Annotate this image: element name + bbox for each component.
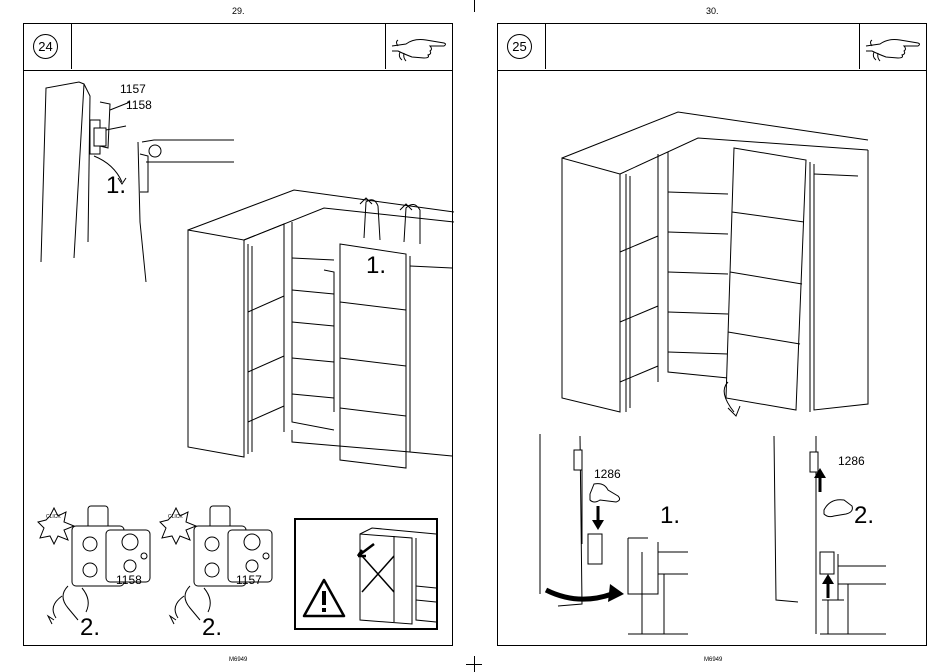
left-page-number: 29.	[232, 6, 245, 16]
right-panel-header: 25	[498, 24, 926, 71]
right-instruction-panel: 25	[497, 23, 927, 646]
right-footer-code: M6949	[704, 657, 722, 663]
part-label-1157: 1157	[120, 82, 146, 96]
wrong-door-drawing	[352, 526, 436, 624]
click-label-1: CLICK	[46, 514, 61, 520]
left-instruction-panel: 24 1157 1158 1.	[23, 23, 453, 646]
step-number-badge: 24	[33, 34, 58, 59]
warning-box	[294, 518, 438, 630]
corner-wardrobe-drawing	[184, 162, 454, 462]
right-hand-box	[859, 24, 926, 69]
detail-step-label-2a: 2.	[80, 614, 100, 642]
crop-mark-top	[474, 0, 475, 12]
right-page-number: 30.	[706, 6, 719, 16]
step-label-2: 2.	[854, 502, 874, 530]
left-footer-code: M6949	[229, 657, 247, 663]
detail-part-label-1158: 1158	[116, 573, 142, 587]
step-label-1b: 1.	[366, 252, 386, 280]
part-label-1286-b: 1286	[838, 454, 865, 468]
left-step-box: 24	[24, 24, 72, 69]
warning-triangle-icon	[302, 578, 346, 618]
left-hand-box	[385, 24, 452, 69]
hand-pointer-icon	[386, 24, 452, 69]
detail-part-label-1157: 1157	[236, 573, 262, 587]
right-step-box: 25	[498, 24, 546, 69]
detail-step-label-2b: 2.	[202, 614, 222, 642]
part-label-1158: 1158	[126, 98, 152, 112]
step-label-1: 1.	[660, 502, 680, 530]
step-label-1a: 1.	[106, 172, 126, 200]
corner-wardrobe-drawing	[558, 82, 878, 412]
part-label-1286-a: 1286	[594, 467, 621, 481]
crop-mark-bottom-h	[466, 664, 482, 665]
door-lift-detail-1	[538, 434, 738, 634]
left-panel-header: 24	[24, 24, 452, 71]
click-label-2: CLICK	[168, 514, 183, 520]
hand-pointer-icon	[860, 24, 926, 69]
step-number-badge: 25	[507, 34, 532, 59]
